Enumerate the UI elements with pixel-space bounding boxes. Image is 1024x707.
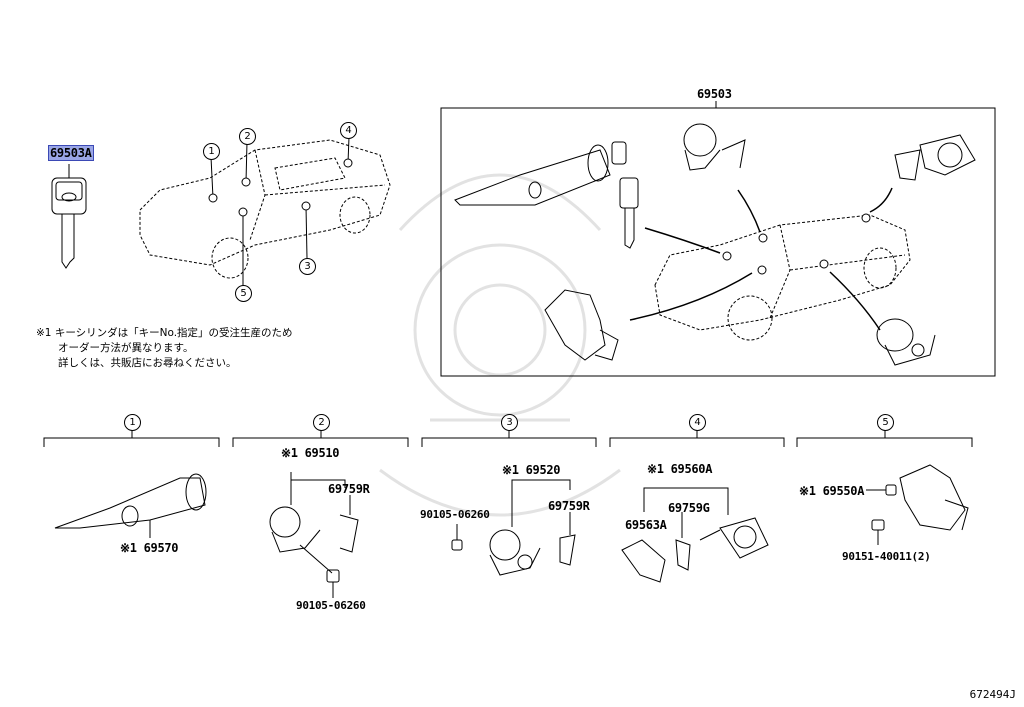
part-69560A[interactable]: ※1 69560A [647,462,713,476]
key-part-number-highlight[interactable]: 69503A [48,145,94,161]
part-69550A[interactable]: ※1 69550A [799,484,865,498]
section-rulers [43,430,973,447]
car-overview-left-leaders [208,136,353,285]
assembly-lock-bottom-left [544,289,619,361]
part-69759G[interactable]: 69759G [668,501,710,515]
group-ref-2: 2 [313,414,330,431]
group-1-drawing [54,473,207,538]
group-4-drawing [621,487,769,583]
group-ref-4: 4 [689,414,706,431]
part-69570[interactable]: ※1 69570 [120,541,179,555]
assembly-lock-bottom-right [876,318,936,366]
group-ref-3: 3 [501,414,518,431]
car-callout-4: 4 [340,122,357,139]
part-90151-40011[interactable]: 90151-40011(2) [842,550,931,563]
part-69759R-a[interactable]: 69759R [328,482,370,496]
group-ref-5: 5 [877,414,894,431]
ordering-note: ※1 キーシリンダは「キーNo.指定」の受注生産のため オーダー方法が異なります… [36,326,293,371]
car-callout-5: 5 [235,285,252,302]
assembly-car [654,214,911,341]
car-overview-left [139,139,391,279]
assembly-arrows [629,187,893,331]
part-90105-06260-b[interactable]: 90105-06260 [420,508,490,521]
car-callout-2: 2 [239,128,256,145]
note-line-2: オーダー方法が異なります。 [58,342,194,354]
assembly-part-number[interactable]: 69503 [697,87,732,101]
assembly-ignition-cylinder [454,141,639,249]
assembly-callout-dots [722,213,871,275]
assembly-box [440,107,996,377]
assembly-lock-right [894,134,976,181]
key-drawing [51,164,87,269]
key-part-number[interactable]: 69503A [48,145,94,161]
part-69563A[interactable]: 69563A [625,518,667,532]
group-2-drawing [269,472,359,598]
group-5-drawing [866,464,969,545]
car-callout-3: 3 [299,258,316,275]
part-69759R-b[interactable]: 69759R [548,499,590,513]
part-69510[interactable]: ※1 69510 [281,446,340,460]
note-line-3: 詳しくは、共販店にお尋ねください。 [58,357,237,369]
part-69520[interactable]: ※1 69520 [502,463,561,477]
group-3-drawing [451,479,576,576]
group-ref-1: 1 [124,414,141,431]
watermark-emblem [379,173,621,517]
assembly-lock-top [683,123,746,171]
note-line-1: ※1 キーシリンダは「キーNo.指定」の受注生産のため [36,327,293,339]
car-callout-1: 1 [203,143,220,160]
part-90105-06260-a[interactable]: 90105-06260 [296,599,366,612]
figure-code: 672494J [969,688,1016,701]
